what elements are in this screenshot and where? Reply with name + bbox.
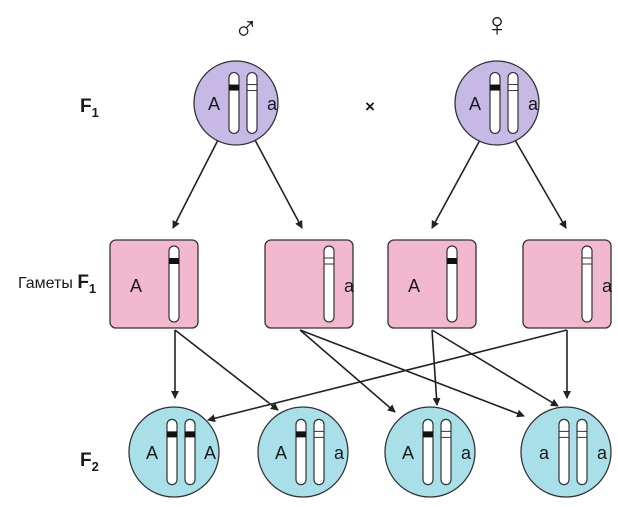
arrow <box>431 329 441 406</box>
gamete-chromosome <box>168 245 180 323</box>
allele-right-label: a <box>528 94 539 114</box>
female-symbol: ♀ <box>484 6 510 44</box>
arrow <box>299 329 525 418</box>
allele-left-label: A <box>275 443 287 463</box>
chromosome-left <box>489 71 501 135</box>
chromosome-left <box>422 418 434 486</box>
f1-label: F1 <box>80 96 99 120</box>
dark-band-marker <box>490 84 500 91</box>
allele-right-label: A <box>204 443 216 463</box>
allele-right-label: a <box>334 443 345 463</box>
allele-left-label: A <box>469 94 481 114</box>
chromosome-right <box>184 418 196 486</box>
allele-right-label: a <box>461 443 472 463</box>
arrow <box>254 139 303 229</box>
chromosome-left <box>558 418 570 486</box>
gamete-chromosome <box>581 245 593 323</box>
chromosome-right <box>576 418 588 486</box>
chromosome-left <box>166 418 178 486</box>
dark-band-marker <box>185 431 195 438</box>
chromosome-right <box>313 418 325 486</box>
arrow <box>431 329 559 407</box>
chromosome-right <box>440 418 452 486</box>
f2-label: F2 <box>80 450 99 474</box>
gamete-allele-label: a <box>344 276 355 296</box>
chromosome-right <box>507 71 519 135</box>
chromosome-left <box>295 418 307 486</box>
cross-symbol: × <box>365 97 375 116</box>
gamete-cell: A <box>109 239 199 329</box>
arrow <box>172 139 219 229</box>
gametes-f1-label: Гаметы F1 <box>18 272 96 296</box>
allele-left-label: A <box>146 443 158 463</box>
dark-band-marker <box>169 258 179 264</box>
dark-band-marker <box>167 431 177 438</box>
chromosome-left <box>228 71 240 135</box>
gamete-cell: a <box>522 239 613 329</box>
arrows <box>171 139 571 423</box>
allele-right-label: a <box>597 443 608 463</box>
gamete-cell: A <box>387 239 477 329</box>
dark-band-marker <box>296 431 306 438</box>
dark-band-marker <box>229 84 239 91</box>
gamete-allele-label: a <box>602 276 613 296</box>
arrow <box>431 139 481 229</box>
allele-left-label: A <box>402 443 414 463</box>
chromosome-right <box>246 71 258 135</box>
gamete-allele-label: A <box>130 276 142 296</box>
arrow <box>207 329 568 423</box>
arrow <box>299 329 396 413</box>
dark-band-marker <box>423 431 433 438</box>
dark-band-marker <box>447 258 457 264</box>
arrow <box>174 329 279 411</box>
arrow <box>514 139 567 229</box>
gamete-allele-label: A <box>408 276 420 296</box>
gamete-cell: a <box>264 239 355 329</box>
allele-left-label: A <box>208 94 220 114</box>
gamete-chromosome <box>323 245 335 323</box>
gamete-chromosome <box>446 245 458 323</box>
male-symbol: ♂ <box>233 10 259 48</box>
allele-left-label: a <box>539 443 550 463</box>
allele-right-label: a <box>267 94 278 114</box>
